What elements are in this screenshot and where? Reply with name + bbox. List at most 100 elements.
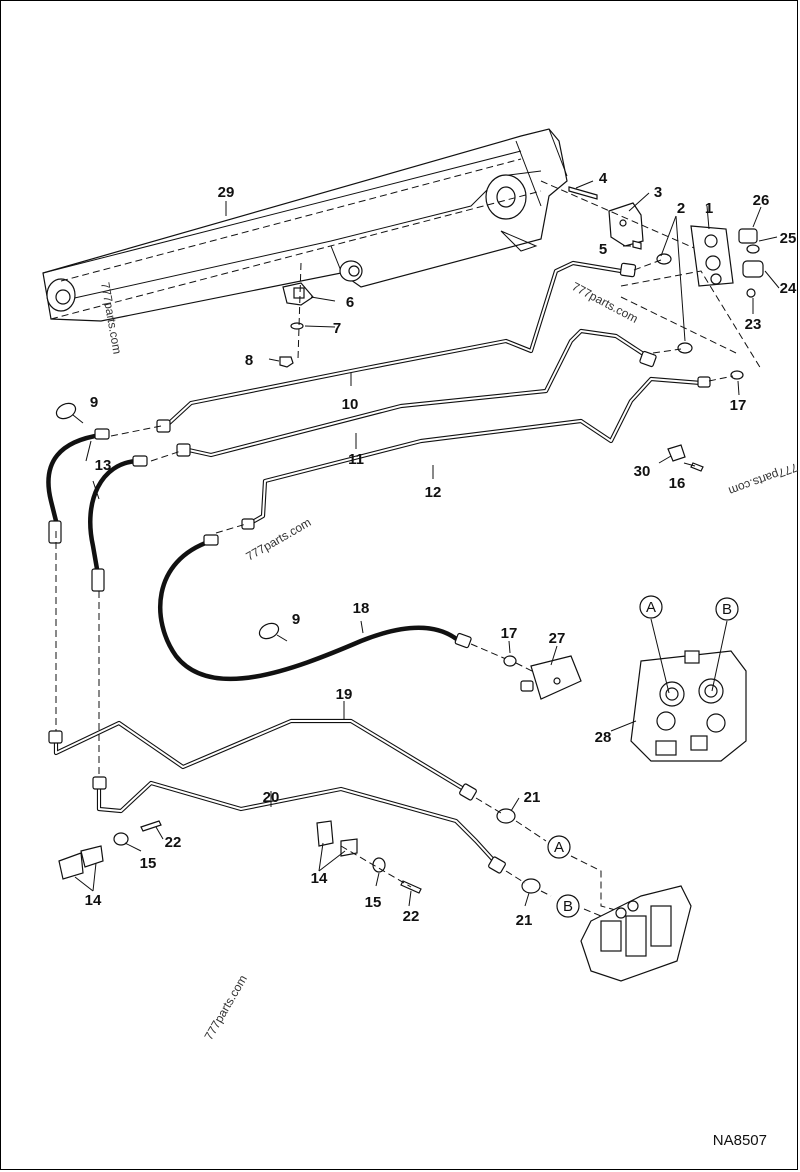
control-valve-bottom [580,885,692,982]
dash [110,425,162,437]
callout-30: 30 [634,463,651,480]
svg-text:B: B [563,898,573,915]
dash [583,908,602,917]
callout-15-left: 15 [140,855,157,872]
washer [290,322,304,330]
callout-22-right: 22 [403,908,420,925]
svg-text:A: A [646,599,656,616]
coupler-dash [620,270,762,370]
clamp-bracket [282,282,314,306]
coupler-block [690,225,764,298]
tube-19 [48,718,477,801]
watermark: 777parts.com [201,973,249,1043]
hose-18 [157,534,472,682]
port-b-label: B [715,597,739,621]
callout-14-left: 14 [85,892,102,909]
dash [150,450,182,462]
fitting [677,342,693,354]
callout-9-lower: 9 [292,611,300,628]
washer [372,857,386,873]
fitting [730,370,744,380]
callout-20: 20 [263,789,280,806]
dash [633,259,662,271]
dash [570,855,620,912]
dash [215,523,247,534]
dash [470,643,507,660]
line-b-label: B [556,894,580,918]
callout-6: 6 [346,294,354,311]
callout-21-lower: 21 [516,912,533,929]
callout-8: 8 [245,352,253,369]
tie-strap [55,402,84,424]
fitting [496,808,516,824]
fitting [656,253,672,265]
dash [515,662,537,674]
callout-16: 16 [669,475,686,492]
screw [632,240,642,250]
clip [667,444,686,462]
callout-9-upper: 9 [90,394,98,411]
callout-17-lower: 17 [501,625,518,642]
lift-arm [42,128,568,322]
mounting-plate [608,202,644,247]
callout-5: 5 [599,241,607,258]
hose-13-right [88,455,148,592]
leader [650,618,670,694]
bolt-dash [540,180,702,252]
callout-1: 1 [705,200,713,217]
bolt [568,186,598,200]
tube-12 [241,376,711,530]
callout-3: 3 [654,184,662,201]
arm-edge-dash [60,158,522,282]
callout-27: 27 [549,630,566,647]
callout-11: 11 [348,451,364,468]
port-a-label: A [639,595,663,619]
dash [652,348,682,354]
clamp-pair [316,820,358,857]
tube-20 [92,776,506,874]
callout-23: 23 [745,316,762,333]
watermark: 777parts.com [570,279,641,325]
callouts: 29 4 3 2 1 26 25 5 24 23 6 7 8 10 9 13 1… [85,170,797,929]
callout-22-left: 22 [165,834,182,851]
callout-28: 28 [595,729,612,746]
callout-4: 4 [599,170,608,187]
control-valve-inset [630,650,747,762]
dash [340,845,412,888]
bolt [140,820,162,832]
callout-24: 24 [780,280,797,297]
fitting [503,655,517,667]
figure-reference-code: NA8507 [712,1132,767,1149]
callout-12: 12 [425,484,442,501]
leader [711,620,728,692]
callout-13: 13 [95,457,112,474]
callout-21-upper: 21 [524,789,541,806]
watermark: 777parts.com [727,460,799,498]
leader-lines [74,180,780,907]
dash [475,797,502,814]
clamp-pair [58,845,104,880]
callout-26: 26 [753,192,770,209]
svg-text:B: B [722,601,732,618]
tube-10 [156,260,637,433]
callout-29: 29 [218,184,235,201]
nut [279,356,294,368]
dash [708,375,734,382]
coupler-dash-2 [620,296,737,354]
screw [690,462,704,472]
svg-text:A: A [554,839,564,856]
callout-10: 10 [342,396,359,413]
hose-13-left [46,428,110,544]
dash [515,820,547,842]
callout-7: 7 [333,320,341,337]
callout-2: 2 [677,200,685,217]
callout-17-upper: 17 [730,397,747,414]
manifold-block [520,655,582,700]
callout-19: 19 [336,686,353,703]
dash [540,890,552,897]
washer [113,832,129,846]
bolt-axis-dash [297,262,302,360]
tie-strap [258,622,288,642]
